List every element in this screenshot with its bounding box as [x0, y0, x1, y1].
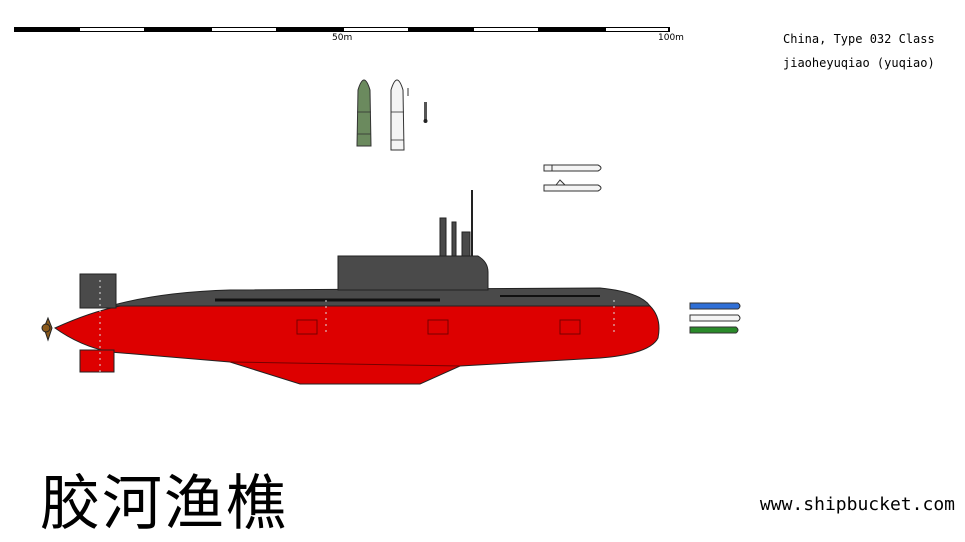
- small-torpedo: [423, 102, 428, 123]
- torpedo-white: [689, 314, 741, 322]
- chinese-watermark-text: 胶河渔樵: [40, 469, 288, 539]
- ballistic-missile-white: [390, 79, 409, 151]
- ship-subtitle: jiaoheyuqiao (yuqiao): [783, 56, 935, 70]
- torpedo-blue: [689, 302, 741, 310]
- submarine-hull: [41, 190, 660, 385]
- ballistic-missile-green: [356, 79, 372, 147]
- torpedo-green: [689, 326, 739, 334]
- cruise-missile-1: [543, 164, 602, 172]
- scale-label-50m: 50m: [332, 33, 353, 43]
- ship-title: China, Type 032 Class: [783, 32, 935, 46]
- scale-label-100m: 100m: [658, 33, 684, 43]
- scale-bar: [14, 27, 670, 32]
- chinese-watermark: 胶河渔樵: [40, 455, 288, 542]
- site-watermark: www.shipbucket.com: [759, 494, 955, 515]
- cruise-missile-2: [543, 179, 602, 192]
